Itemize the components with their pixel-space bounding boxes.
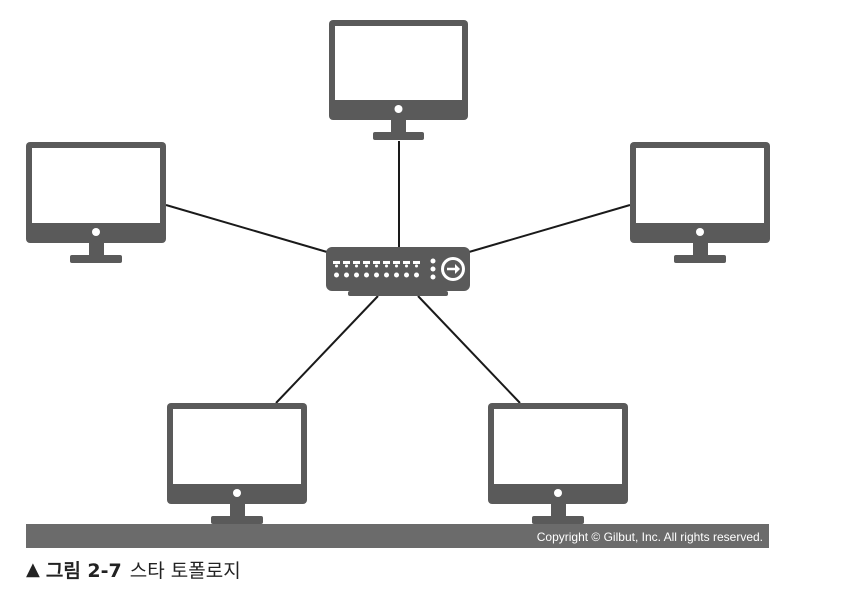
link-upper-right <box>468 204 631 253</box>
monitor-icon <box>329 20 468 140</box>
figure-number: 그림 2-7 <box>45 559 122 582</box>
figure-title: 스타 토폴로지 <box>129 559 241 582</box>
copyright-text: Copyright © Gilbut, Inc. All rights rese… <box>536 530 763 544</box>
monitor-icon <box>630 142 770 263</box>
triangle-marker-icon: ▲ <box>26 558 40 580</box>
link-upper-left <box>165 204 328 253</box>
network-switch-icon <box>326 247 470 296</box>
link-lower-left <box>275 295 379 404</box>
link-lower-right <box>417 295 521 404</box>
monitor-icon <box>167 403 307 524</box>
figure-caption: ▲ 그림 2-7 스타 토폴로지 <box>26 554 241 584</box>
monitor-icon <box>488 403 628 524</box>
monitor-icon <box>26 142 166 263</box>
copyright-bar: Copyright © Gilbut, Inc. All rights rese… <box>26 524 769 548</box>
links <box>165 141 631 404</box>
